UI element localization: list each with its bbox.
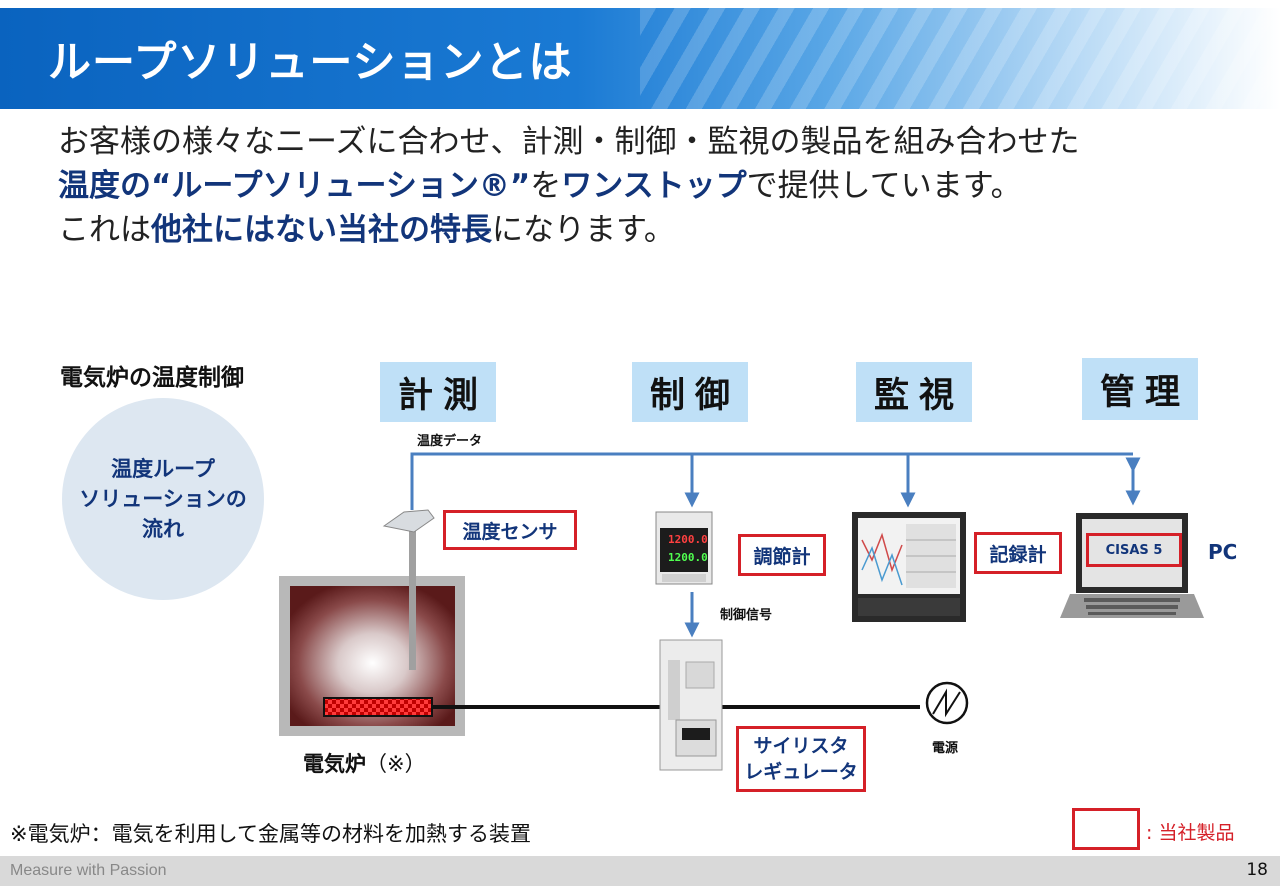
footer: Measure with Passion 18 [0, 856, 1280, 886]
loop-flow-circle: 温度ループ ソリューションの 流れ [62, 398, 264, 600]
controller-display-top: 1200.0 [668, 533, 708, 546]
title-decoration [640, 8, 1280, 109]
intro-line-2: 温度の“ループソリューション®”をワンストップで提供しています。 [58, 168, 1022, 204]
temp-data-label: 温度データ [417, 434, 483, 449]
data-bus [410, 452, 1141, 638]
case-title: 電気炉の温度制御 [60, 365, 244, 391]
intro-text: お客様の様々なニーズに合わせ、計測・制御・監視の製品を組み合わせた 温度の“ルー… [58, 120, 1079, 252]
intro-line-3: これは他社にはない当社の特長になります。 [58, 212, 675, 248]
controller-display-bottom: 1200.0 [668, 551, 708, 564]
stage-manage: 管理 [1082, 358, 1198, 420]
footnote: ※電気炉：電気を利用して金属等の材料を加熱する装置 [10, 822, 531, 846]
intro-highlight-onestop: ワンストップ [561, 168, 747, 204]
recorder-device-icon [852, 512, 966, 622]
thyristor-device-icon [659, 639, 723, 771]
power-label: 電源 [932, 741, 959, 756]
laptop-icon [1060, 513, 1204, 618]
furnace-label: 電気炉（※） [303, 752, 426, 776]
stage-measure: 計測 [380, 362, 496, 422]
legend-text: : 当社製品 [1146, 822, 1235, 844]
product-controller: 調節計 [738, 534, 826, 576]
stage-monitor: 監視 [856, 362, 972, 422]
stage-control: 制御 [632, 362, 748, 422]
controller-device-icon [655, 511, 713, 585]
footer-tagline: Measure with Passion [10, 862, 167, 879]
product-recorder: 記録計 [974, 532, 1062, 574]
intro-highlight-feature: 他社にはない当社の特長 [151, 212, 492, 248]
page-title: ループソリューションとは [48, 38, 573, 88]
title-bar: ループソリューションとは [0, 8, 1280, 109]
intro-highlight-loop: 温度の“ループソリューション®” [58, 168, 531, 204]
legend-box [1072, 808, 1140, 850]
electric-furnace [279, 576, 465, 736]
power-source-icon [925, 681, 969, 725]
product-cisas5: CISAS 5 [1086, 533, 1182, 567]
product-thyristor-regulator: サイリスタ レギュレータ [736, 726, 866, 792]
intro-line-1: お客様の様々なニーズに合わせ、計測・制御・監視の製品を組み合わせた [58, 124, 1080, 160]
control-signal-label: 制御信号 [720, 608, 773, 623]
pc-label: PC [1208, 540, 1238, 564]
product-temperature-sensor: 温度センサ [443, 510, 577, 550]
page-number: 18 [1246, 860, 1268, 880]
temperature-sensor-icon [382, 509, 435, 670]
